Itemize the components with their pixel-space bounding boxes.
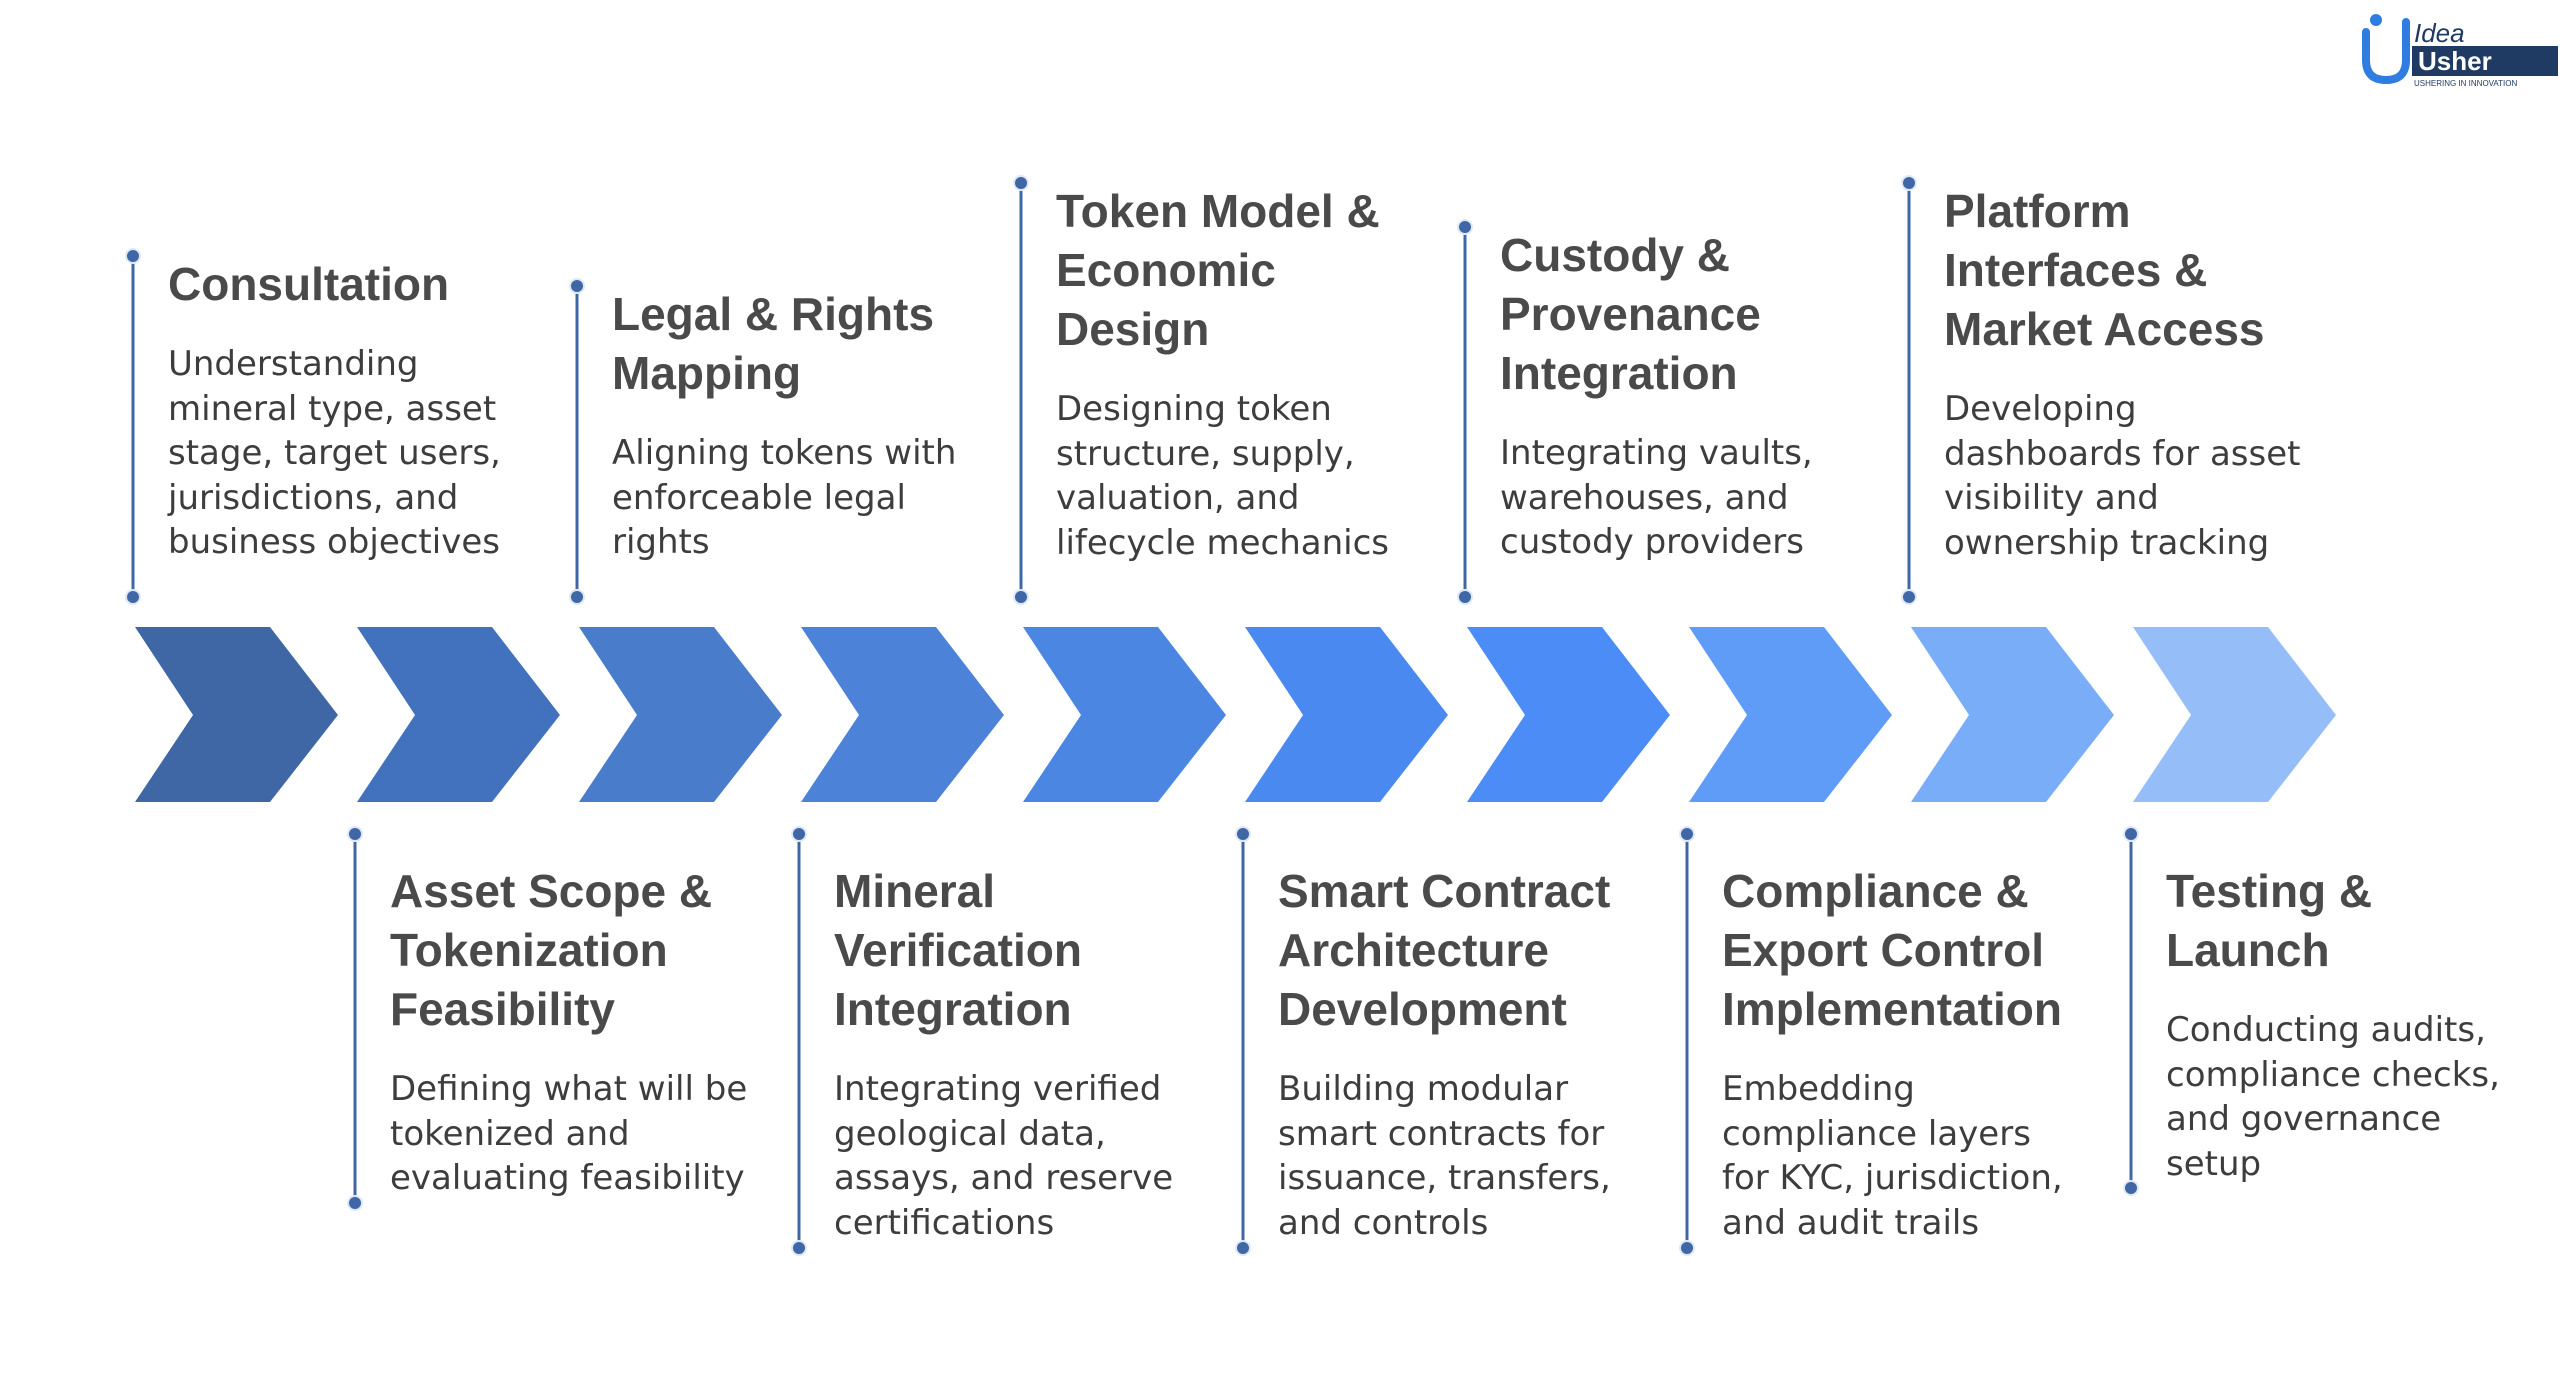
chevron-7 [1467,627,1670,802]
logo-dot-icon [2370,14,2382,26]
step-4-marker-dot-top [791,826,807,842]
step-9-description: Developing dashboards for asset visibili… [1944,389,2301,563]
logo-text-bottom: Usher [2418,46,2492,76]
step-6-description: Building modular smart contracts for iss… [1278,1069,1611,1243]
step-5-description: Designing token structure, supply, valua… [1056,389,1389,563]
step-2-description: Defining what will be tokenized and eval… [390,1069,748,1198]
step-7-marker-dot-bottom [1457,589,1473,605]
step-8-marker-dot-top [1679,826,1695,842]
step-10-description: Conducting audits, compliance checks, an… [2166,1010,2500,1184]
chevron-3 [579,627,782,802]
logo-bar [2412,46,2558,76]
step-9-marker-dot-top [1901,175,1917,191]
step-8-title: Compliance & Export Control Implementati… [1722,865,2062,1035]
chevron-9 [1911,627,2114,802]
chevron-10 [2133,627,2336,802]
chevron-8 [1689,627,1892,802]
step-2-marker-dot-bottom [347,1195,363,1211]
logo-u-icon [2362,18,2410,85]
step-9-title: Platform Interfaces & Market Access [1944,185,2265,355]
step-2-marker-dot-top [347,826,363,842]
logo-text-top: Idea [2414,18,2465,48]
step-6-marker-dot-bottom [1235,1240,1251,1256]
step-1-title: Consultation [168,258,450,310]
step-5: Token Model & Economic Design Designing … [1056,182,1416,565]
step-3: Legal & Rights Mapping Aligning tokens w… [612,285,972,565]
step-6-marker-dot-top [1235,826,1251,842]
step-7-marker-dot-top [1457,219,1473,235]
step-1: Consultation Understanding mineral type,… [168,255,528,565]
step-10-marker-dot-top [2123,826,2139,842]
chevron-4 [801,627,1004,802]
step-7-description: Integrating vaults, warehouses, and cust… [1500,433,1813,562]
chevron-1 [135,627,338,802]
step-3-description: Aligning tokens with enforceable legal r… [612,433,957,562]
step-5-title: Token Model & Economic Design [1056,185,1380,355]
step-10-marker-dot-bottom [2123,1180,2139,1196]
step-8-marker-dot-bottom [1679,1240,1695,1256]
chevron-2 [357,627,560,802]
step-9: Platform Interfaces & Market Access Deve… [1944,182,2304,565]
step-1-marker-dot-top [125,248,141,264]
step-6-title: Smart Contract Architecture Development [1278,865,1611,1035]
step-7: Custody & Provenance Integration Integra… [1500,226,1860,565]
step-3-marker-dot-top [569,278,585,294]
step-1-marker-dot-bottom [125,589,141,605]
step-2: Asset Scope & Tokenization Feasibility D… [390,862,750,1201]
idea-usher-logo: Idea Usher USHERING IN INNOVATION [2362,14,2558,88]
step-10-title: Testing & Launch [2166,865,2373,976]
chevron-row [135,627,2336,802]
step-8-description: Embedding compliance layers for KYC, jur… [1722,1069,2063,1243]
step-5-marker-dot-top [1013,175,1029,191]
logo-tagline: USHERING IN INNOVATION [2414,79,2517,88]
step-8: Compliance & Export Control Implementati… [1722,862,2082,1245]
step-3-marker-dot-bottom [569,589,585,605]
chevron-6 [1245,627,1448,802]
chevron-5 [1023,627,1226,802]
step-10: Testing & Launch Conducting audits, comp… [2166,862,2526,1186]
step-4-title: Mineral Verification Integration [834,865,1082,1035]
step-4: Mineral Verification Integration Integra… [834,862,1194,1245]
step-6: Smart Contract Architecture Development … [1278,862,1638,1245]
step-4-marker-dot-bottom [791,1240,807,1256]
step-1-description: Understanding mineral type, asset stage,… [168,344,501,562]
step-2-title: Asset Scope & Tokenization Feasibility [390,865,713,1035]
step-4-description: Integrating verified geological data, as… [834,1069,1174,1243]
step-7-title: Custody & Provenance Integration [1500,229,1761,399]
step-3-title: Legal & Rights Mapping [612,288,935,399]
step-markers [125,175,2139,1256]
step-5-marker-dot-bottom [1013,589,1029,605]
step-9-marker-dot-bottom [1901,589,1917,605]
